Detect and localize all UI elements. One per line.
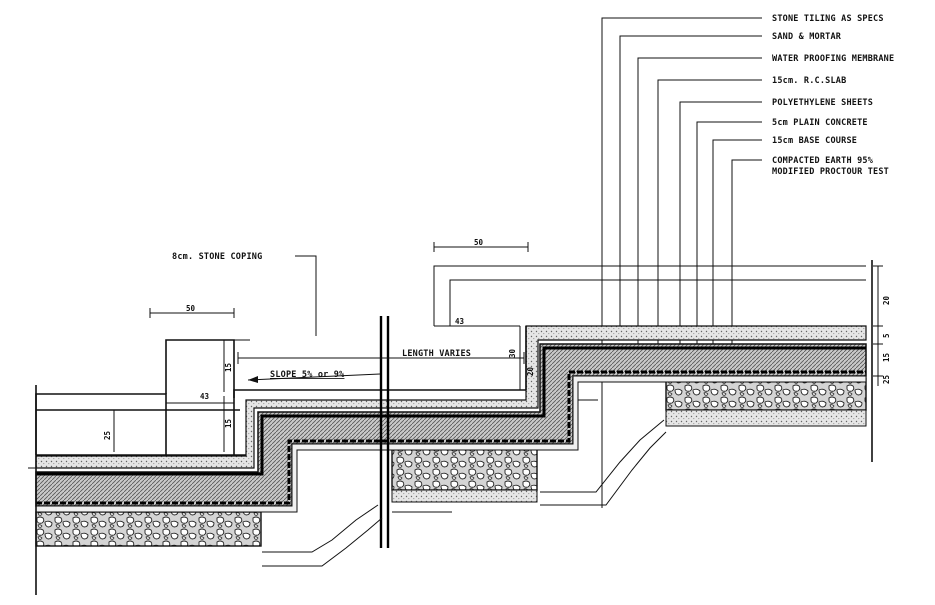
dimensions: 50 50 43 43 25 15 15 30 20 <box>103 238 891 452</box>
dim-15-lower: 15 <box>224 419 233 428</box>
stone-coping-label: 8cm. STONE COPING <box>172 252 262 262</box>
dim-25-side: 25 <box>882 375 891 384</box>
stepped-slab <box>35 325 867 513</box>
dim-43-right: 43 <box>455 317 465 326</box>
legend-leaders <box>601 17 762 508</box>
legend-base-course: 15cm BASE COURSE <box>772 136 857 146</box>
legend-compacted-earth: COMPACTED EARTH 95% <box>772 156 874 166</box>
legend-polyethylene: POLYETHYLENE SHEETS <box>772 98 873 108</box>
legend-waterproofing: WATER PROOFING MEMBRANE <box>772 54 894 64</box>
dim-20-a: 20 <box>526 366 535 376</box>
legend-sand-mortar: SAND & MORTAR <box>772 32 842 42</box>
length-varies-label: LENGTH VARIES <box>402 349 471 359</box>
slope-label: SLOPE 5% or 9% <box>270 370 345 380</box>
legend-rc-slab: 15cm. R.C.SLAB <box>772 76 846 86</box>
dim-43-left: 43 <box>200 392 210 401</box>
break-lines <box>379 316 390 548</box>
dim-50-left: 50 <box>186 304 196 313</box>
dim-25-lower: 25 <box>103 431 112 440</box>
dim-30: 30 <box>508 348 517 358</box>
legend-plain-concrete: 5cm PLAIN CONCRETE <box>772 118 868 128</box>
dim-50-right: 50 <box>474 238 484 247</box>
earth-lines <box>262 399 667 567</box>
legend: STONE TILING AS SPECS SAND & MORTAR WATE… <box>772 14 894 177</box>
cut-lines <box>28 260 873 595</box>
dim-15-upper: 15 <box>224 363 233 372</box>
dim-15-side: 15 <box>882 353 891 362</box>
legend-stone-tiling: STONE TILING AS SPECS <box>772 14 884 24</box>
dim-5: 5 <box>882 333 891 338</box>
annotations: 8cm. STONE COPING LENGTH VARIES SLOPE 5%… <box>172 252 471 380</box>
legend-proctor-test: MODIFIED PROCTOUR TEST <box>772 167 889 177</box>
dim-20-b: 20 <box>882 295 891 305</box>
